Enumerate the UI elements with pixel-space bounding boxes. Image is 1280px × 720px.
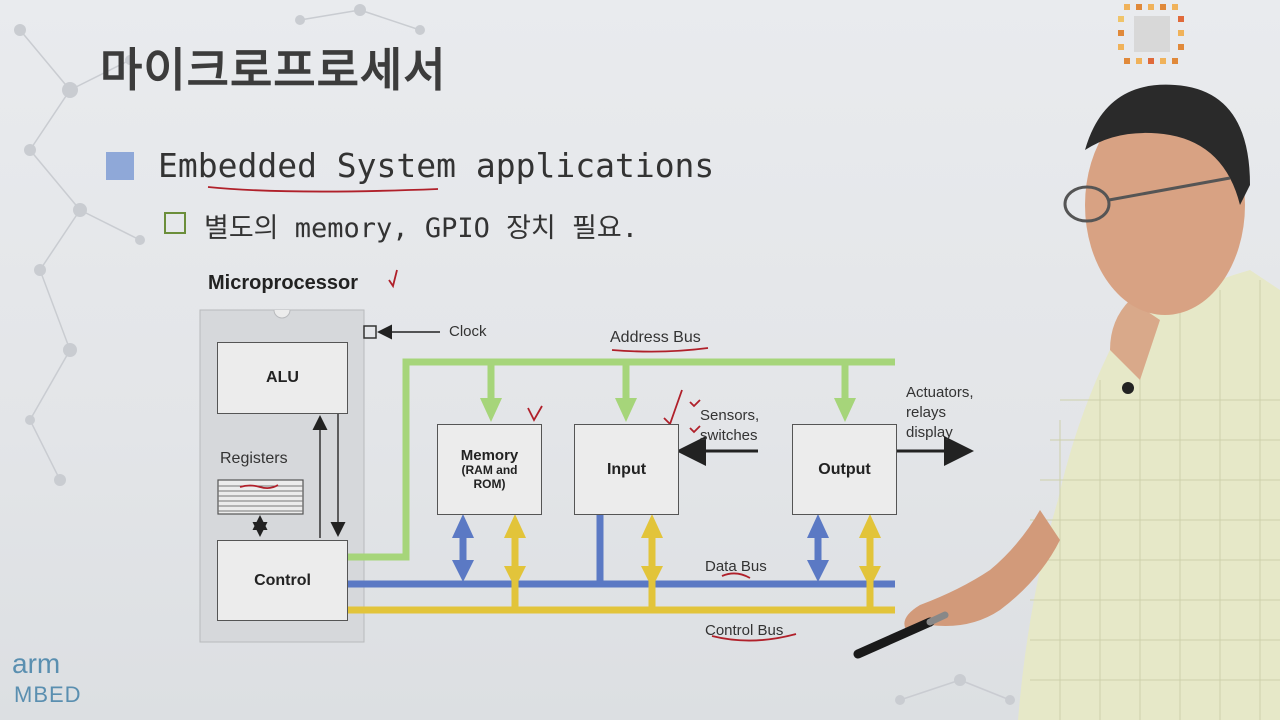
slide-title: 마이크로프로세서 [100,43,447,97]
actuators-line1: Actuators, [906,384,974,401]
output-box: Output [792,424,897,515]
control-box: Control [217,540,348,621]
alu-label: ALU [266,369,299,386]
sensors-line2: switches [700,427,758,444]
input-box: Input [574,424,679,515]
memory-box: Memory (RAM and ROM) [437,424,542,515]
memory-sub2: ROM) [473,477,506,492]
data-bus-label: Data Bus [705,558,767,575]
actuators-line3: display [906,424,953,441]
bullet-embedded-systems: Embedded System applications [158,146,715,185]
address-bus-label: Address Bus [610,329,701,346]
clock-pin [363,325,377,339]
bullet-square [106,152,134,180]
arm-logo-text: arm [12,648,61,679]
input-label: Input [606,460,647,478]
actuators-label: Actuators, relays display [906,383,974,443]
sub-bullet-square [164,212,186,234]
address-bus-line [348,358,895,561]
clock-label: Clock [449,323,487,340]
sensors-label: Sensors, switches [700,406,759,446]
registers-label: Registers [220,450,288,467]
mbed-logo-text: MBED [14,682,82,707]
bullet-memory-gpio: 별도의 memory, GPIO 장치 필요. [204,213,638,244]
control-label: Control [254,571,311,589]
corner-logo [1118,4,1184,64]
actuators-line2: relays [906,404,947,421]
sensors-line1: Sensors, [700,407,760,424]
microprocessor-heading: Microprocessor [208,272,359,294]
output-label: Output [818,460,871,478]
alu-box: ALU [217,342,348,414]
memory-sub1: (RAM and [461,463,518,478]
control-bus-label: Control Bus [705,622,784,639]
memory-label: Memory [460,447,519,465]
